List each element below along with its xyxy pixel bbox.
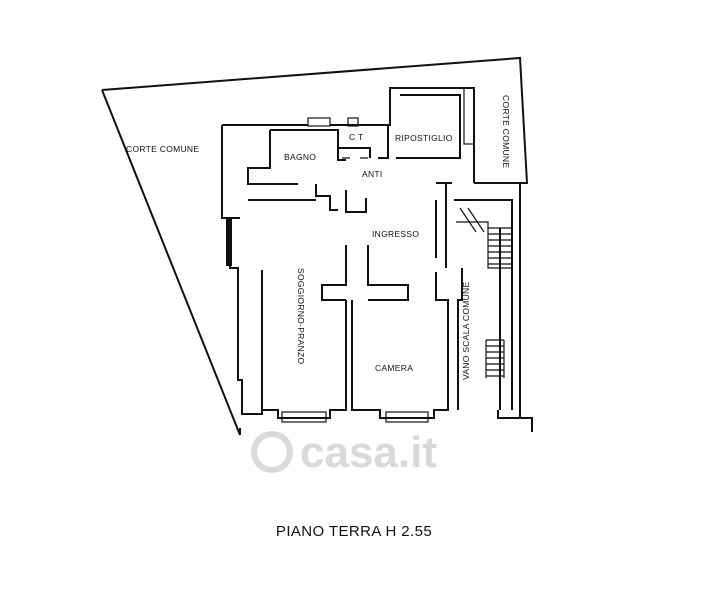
north-window-bagno xyxy=(307,117,331,127)
stairwell xyxy=(454,182,521,419)
ct-wall xyxy=(338,147,371,158)
camera-window-south xyxy=(385,411,429,423)
label-corte-comune-right: CORTE COMUNE xyxy=(501,95,511,168)
label-soggiorno-pranzo: SOGGIORNO-PRANZO xyxy=(296,268,306,365)
label-ingresso: INGRESSO xyxy=(372,229,419,239)
west-wall-lower xyxy=(229,218,263,415)
boundary-left-line xyxy=(101,89,241,436)
boundary-right-end xyxy=(520,417,533,432)
soggiorno-window-south xyxy=(281,411,327,423)
label-ripostiglio: RIPOSTIGLIO xyxy=(395,133,453,143)
site-boundary xyxy=(101,56,533,436)
west-window-wall xyxy=(226,218,232,266)
camera-wall xyxy=(351,272,449,419)
boundary-top-line xyxy=(101,56,529,184)
bagno-wall-west xyxy=(247,130,298,185)
ripostiglio-wall xyxy=(396,94,461,159)
stairwell-inner-wall xyxy=(454,199,513,410)
stairwell-wall xyxy=(474,182,521,419)
east-window-ripostiglio xyxy=(463,87,475,145)
label-corte-comune-left: CORTE COMUNE xyxy=(126,144,199,154)
soggiorno-wall-south xyxy=(262,300,347,419)
label-anti: ANTI xyxy=(362,169,383,179)
watermark-logo-icon xyxy=(251,431,293,473)
plan-title: PIANO TERRA H 2.55 xyxy=(275,523,433,540)
label-camera: CAMERA xyxy=(375,363,413,373)
bagno-wall-south xyxy=(315,184,338,211)
label-vano-scala-comune: VANO SCALA COMUNE xyxy=(461,282,471,380)
west-wall-upper xyxy=(221,125,240,219)
stair-treads-upper xyxy=(488,227,512,265)
central-cross-wall xyxy=(321,245,409,301)
ripostiglio-wall-west xyxy=(378,125,389,159)
stairwell-landing xyxy=(456,221,512,269)
label-ct: C T xyxy=(349,132,363,142)
north-window-ct xyxy=(347,117,359,127)
stair-flight-diagonal xyxy=(459,207,485,233)
building-walls xyxy=(221,87,475,423)
anti-wall xyxy=(345,190,367,213)
watermark: casa.it xyxy=(251,428,437,477)
label-bagno: BAGNO xyxy=(284,152,316,162)
watermark-text: casa.it xyxy=(300,428,437,477)
stair-treads-lower xyxy=(485,339,505,378)
bagno-wall-north xyxy=(270,129,346,161)
building-east-wall xyxy=(457,268,463,410)
